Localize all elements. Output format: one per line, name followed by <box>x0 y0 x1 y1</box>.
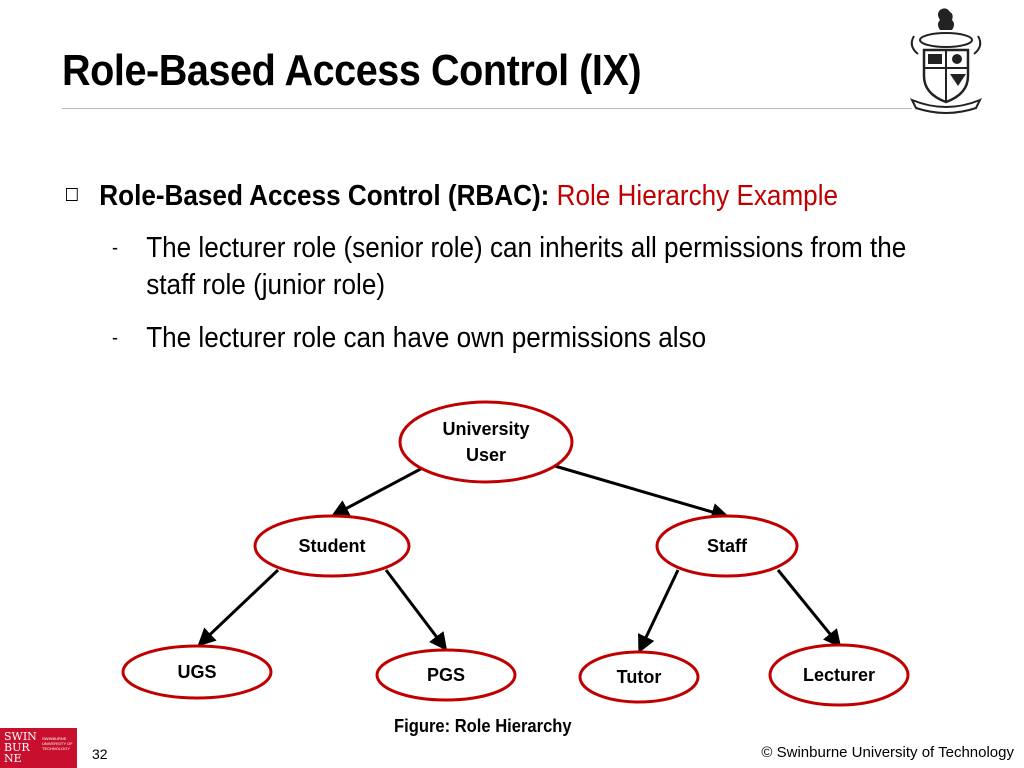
edge-student-to-ugs <box>197 568 280 647</box>
university-crest-icon <box>909 8 983 114</box>
title-divider <box>62 108 912 109</box>
edge-student-to-pgs <box>384 569 448 651</box>
slide-title: Role-Based Access Control (IX) <box>62 46 642 95</box>
edge-university-user-to-student <box>330 462 431 517</box>
edge-university-user-to-staff <box>547 462 730 521</box>
node-label: Tutor <box>617 667 662 687</box>
edge-staff-to-tutor <box>638 569 680 654</box>
diagram-edges <box>197 462 842 654</box>
node-pgs: PGS <box>375 648 517 702</box>
page-number: 32 <box>92 746 108 762</box>
logo-wordmark: SWIN BUR NE <box>4 730 37 765</box>
node-ugs: UGS <box>121 644 273 700</box>
node-label: PGS <box>427 665 465 685</box>
bullet-highlight: Role Hierarchy Example <box>556 180 839 212</box>
node-ellipse <box>655 514 799 578</box>
subpoint-1: - The lecturer role (senior role) can in… <box>112 230 958 304</box>
node-label: Lecturer <box>803 665 875 685</box>
figure-caption: Figure: Role Hierarchy <box>394 716 572 736</box>
logo-subtitle: SWINBURNE UNIVERSITY OF TECHNOLOGY <box>42 736 73 751</box>
main-bullet: Role-Based Access Control (RBAC): Role H… <box>66 180 876 213</box>
swinburne-logo: SWIN BUR NE SWINBURNE UNIVERSITY OF TECH… <box>0 728 77 768</box>
node-staff: Staff <box>655 514 799 578</box>
node-ellipse <box>398 400 574 484</box>
node-label: University <box>442 419 529 439</box>
node-label: Staff <box>707 536 748 556</box>
node-lecturer: Lecturer <box>768 643 910 707</box>
square-bullet-icon <box>66 187 78 201</box>
copyright-notice: © Swinburne University of Technology <box>761 744 1014 761</box>
node-label: Student <box>299 536 366 556</box>
subpoint-2: - The lecturer role can have own permiss… <box>112 320 958 357</box>
node-label: User <box>466 445 506 465</box>
edge-staff-to-lecturer <box>776 569 842 648</box>
bullet-lead: Role-Based Access Control (RBAC): <box>99 180 550 212</box>
node-ellipse <box>578 650 700 704</box>
node-ellipse <box>375 648 517 702</box>
subpoint-text: The lecturer role (senior role) can inhe… <box>146 232 907 301</box>
node-tutor: Tutor <box>578 650 700 704</box>
subpoint-text: The lecturer role can have own permissio… <box>146 322 707 354</box>
node-student: Student <box>253 514 411 578</box>
node-ellipse <box>121 644 273 700</box>
dash-bullet-icon: - <box>112 327 119 349</box>
node-label: UGS <box>177 662 216 682</box>
node-ellipse <box>768 643 910 707</box>
node-ellipse <box>253 514 411 578</box>
dash-bullet-icon: - <box>112 237 119 259</box>
